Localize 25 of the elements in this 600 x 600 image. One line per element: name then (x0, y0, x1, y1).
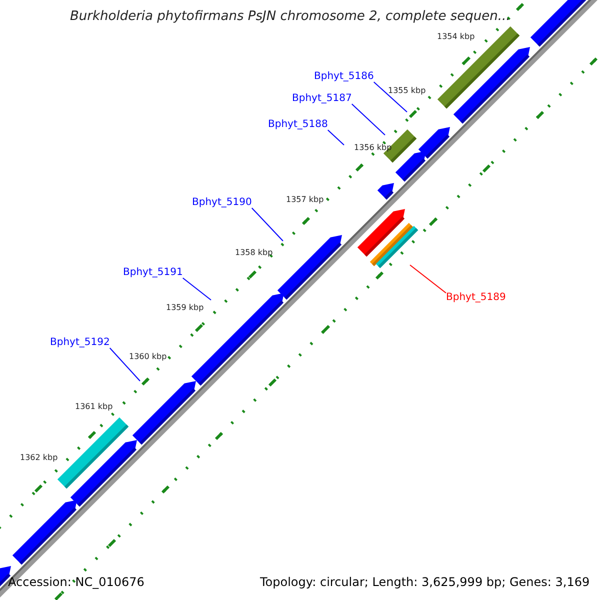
leader-line (327, 130, 344, 146)
footer-text: Topology: circular; Length: 3,625,999 bp; Genes: 3,169 (260, 576, 590, 588)
position-label: 1358 kbp (235, 249, 273, 257)
gene-label: Bphyt_5187 (292, 94, 352, 104)
leader-line (251, 208, 284, 242)
gene-label: Bphyt_5192 (50, 338, 110, 348)
position-label: 1362 kbp (20, 454, 58, 462)
map-title: Burkholderia phytofirmans PsJN chromosome 2, complete sequen... (70, 10, 510, 23)
gene-label: Bphyt_5191 (123, 268, 183, 278)
position-label: 1355 kbp (388, 87, 426, 95)
leader-line (109, 348, 140, 382)
leader-line (351, 104, 386, 136)
gene-label: Bphyt_5189 (446, 293, 506, 303)
position-label: 1357 kbp (286, 196, 324, 204)
position-label: 1361 kbp (75, 403, 113, 411)
leader-line (182, 278, 212, 300)
position-label: 1359 kbp (166, 304, 204, 312)
position-label: 1354 kbp (437, 33, 475, 41)
gene-label: Bphyt_5188 (268, 120, 328, 130)
leader-line (373, 82, 408, 112)
gene-label: Bphyt_5190 (192, 198, 252, 208)
position-label: 1360 kbp (129, 353, 167, 361)
gene-label: Bphyt_5186 (314, 72, 374, 82)
leader-line (410, 264, 446, 294)
footer-text: Accession: NC_010676 (8, 576, 144, 588)
